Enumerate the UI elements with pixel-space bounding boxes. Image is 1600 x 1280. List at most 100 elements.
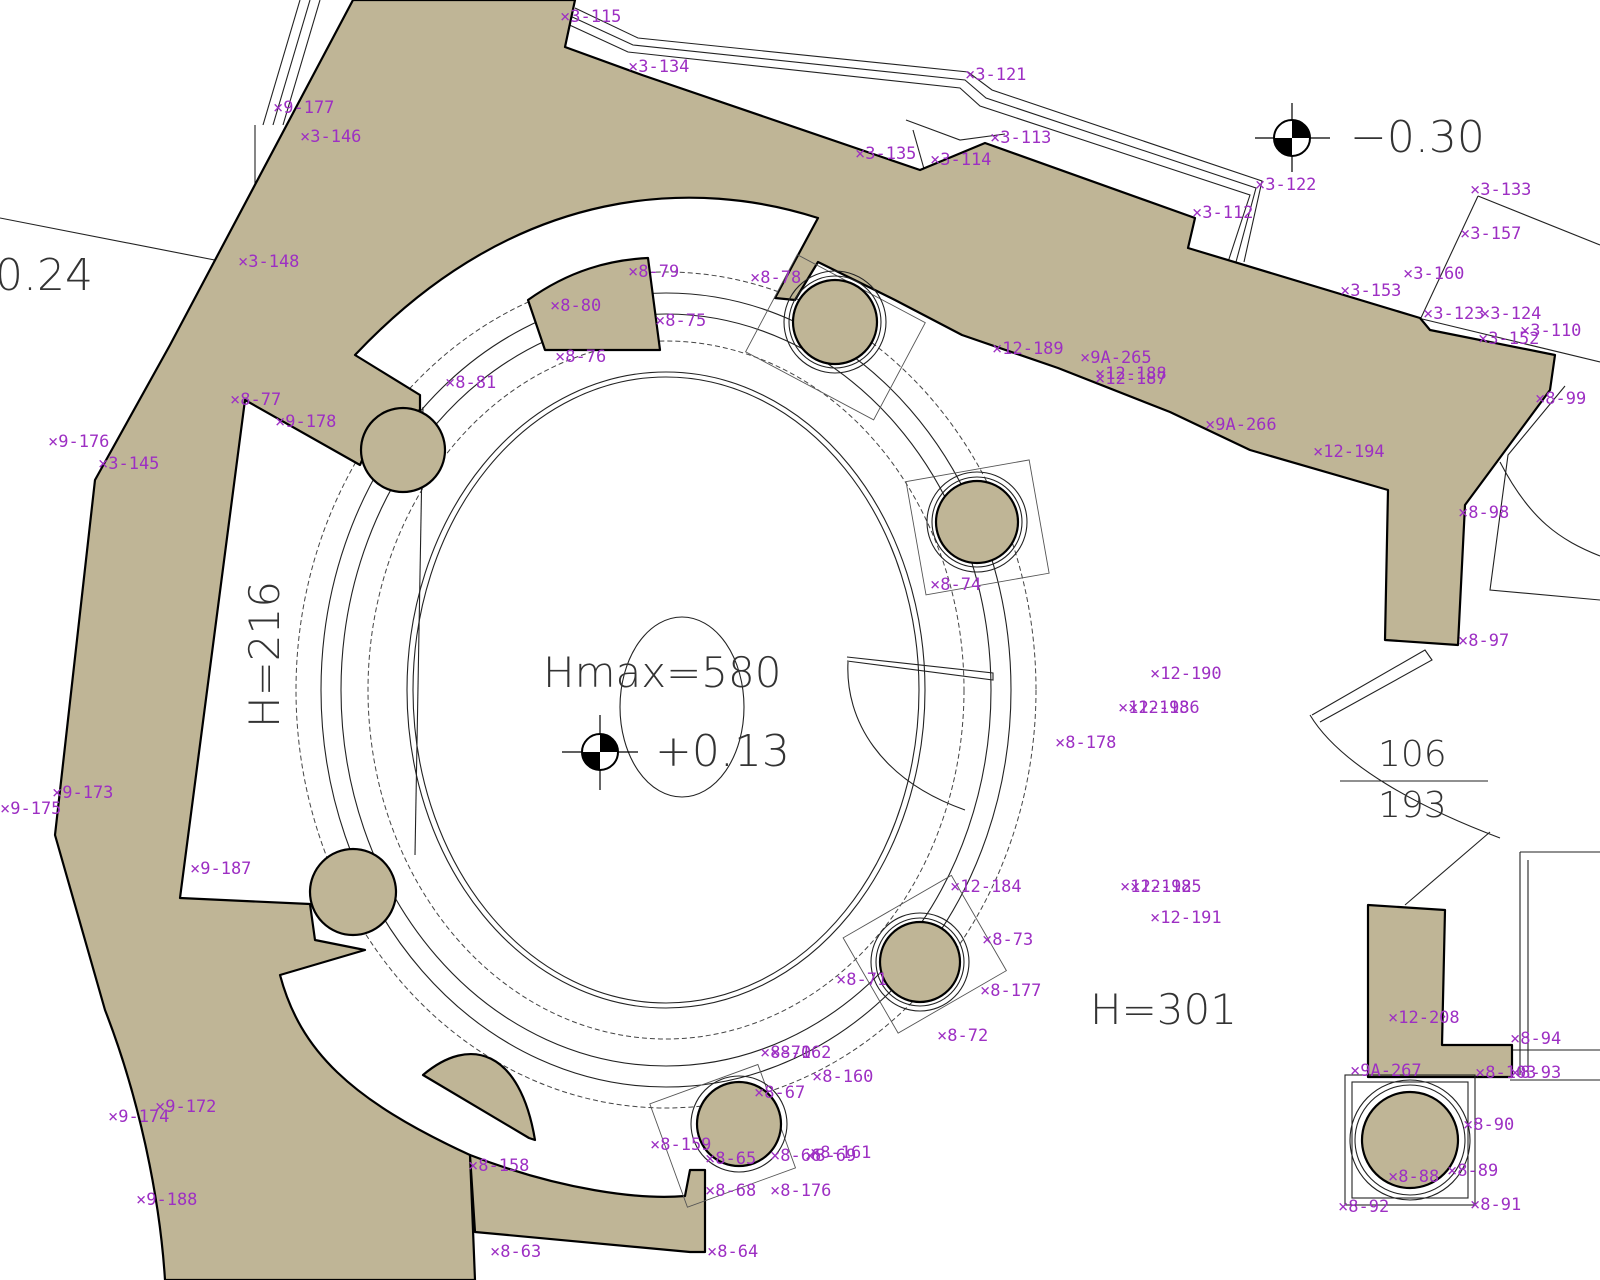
survey-point-label: ×3-122	[1255, 175, 1316, 195]
survey-point-label: ×12-193	[1118, 698, 1190, 718]
survey-point-label: ×8-70	[760, 1043, 811, 1063]
survey-point-label: ×3-160	[1403, 264, 1464, 284]
survey-point-label: ×8-68	[705, 1181, 756, 1201]
survey-point-label: ×12-188	[1095, 364, 1167, 384]
survey-point-label: ×8-162	[770, 1043, 831, 1063]
survey-point-label: ×8-160	[812, 1067, 873, 1087]
survey-point-label: ×9-178	[275, 412, 336, 432]
survey-point-label: ×8-69	[805, 1146, 856, 1166]
survey-point-label: ×9-173	[52, 783, 113, 803]
survey-point-label: ×3-123	[1423, 304, 1484, 324]
survey-point-label: ×9-174	[108, 1107, 169, 1127]
survey-point-label: ×9-188	[136, 1190, 197, 1210]
survey-point-label: ×8-80	[550, 296, 601, 316]
survey-point-label: ×9A-267	[1350, 1061, 1422, 1081]
survey-point-label: ×3-134	[628, 57, 689, 77]
level-marker-top-right	[1255, 103, 1330, 172]
level-left-label: 0.24	[0, 250, 93, 301]
survey-point-label: ×9A-265	[1080, 348, 1152, 368]
survey-point-label: ×8-67	[754, 1083, 805, 1103]
level-center-label: +0.13	[655, 726, 790, 777]
survey-point-label: ×8-89	[1447, 1161, 1498, 1181]
survey-point-label: ×9-187	[190, 859, 251, 879]
survey-point-label: ×8-159	[650, 1135, 711, 1155]
survey-point-label: ×8-90	[1463, 1115, 1514, 1135]
survey-point-label: ×3-115	[560, 7, 621, 27]
survey-point-label: ×8-65	[705, 1149, 756, 1169]
survey-point-label: ×12-192	[1120, 877, 1192, 897]
survey-point-label: ×8-178	[1055, 733, 1116, 753]
survey-point-label: ×8-75	[655, 311, 706, 331]
survey-point-label: ×9-176	[48, 432, 109, 452]
survey-point-label: ×3-110	[1520, 321, 1581, 341]
wall-masses	[53, 0, 1557, 1280]
survey-point-label: ×9A-266	[1205, 415, 1277, 435]
survey-point-label: ×8-97	[1458, 631, 1509, 651]
survey-point-label: ×3-113	[990, 128, 1051, 148]
survey-point-label: ×8-74	[930, 575, 981, 595]
south-wall	[468, 1153, 707, 1254]
survey-point-label: ×9-172	[155, 1097, 216, 1117]
h-right-label: H=301	[1090, 985, 1237, 1034]
level-top-right-label: −0.30	[1350, 112, 1485, 163]
survey-point-labels: ×3-115×3-134×3-121×9-177×3-146×3-113×3-1…	[0, 7, 1586, 1262]
survey-point-label: ×3-112	[1192, 203, 1253, 223]
survey-point-label: ×3-148	[238, 252, 299, 272]
survey-point-label: ×8-72	[937, 1026, 988, 1046]
survey-point-label: ×8-91	[1470, 1195, 1521, 1215]
survey-point-label: ×12-186	[1128, 698, 1200, 718]
survey-point-label: ×8-81	[445, 373, 496, 393]
survey-point-label: ×8-98	[1458, 503, 1509, 523]
survey-point-label: ×12-208	[1388, 1008, 1460, 1028]
room-number-label: 106	[1378, 734, 1447, 775]
survey-point-label: ×3-157	[1460, 224, 1521, 244]
survey-point-label: ×8-93	[1510, 1063, 1561, 1083]
survey-point-label: ×8-158	[468, 1156, 529, 1176]
level-marker-center	[562, 715, 638, 790]
level-markers	[562, 103, 1330, 790]
survey-point-label: ×12-184	[950, 877, 1022, 897]
survey-point-label: ×8-77	[230, 390, 281, 410]
survey-point-label: ×8-94	[1510, 1029, 1561, 1049]
survey-point-label: ×12-194	[1313, 442, 1385, 462]
survey-point-label: ×3-121	[965, 65, 1026, 85]
survey-point-label: ×8-177	[980, 981, 1041, 1001]
survey-point-label: ×8-92	[1338, 1197, 1389, 1217]
survey-point-label: ×3-135	[855, 144, 916, 164]
survey-point-label: ×3-145	[98, 454, 159, 474]
survey-point-label: ×12-190	[1150, 664, 1222, 684]
survey-point-label: ×9-177	[273, 98, 334, 118]
survey-point-label: ×8-161	[810, 1143, 871, 1163]
survey-point-label: ×8-73	[982, 930, 1033, 950]
room-area-label: 193	[1378, 785, 1447, 826]
survey-point-label: ×9-175	[0, 799, 61, 819]
survey-point-label: ×3-114	[930, 150, 991, 170]
survey-point-label: ×12-189	[992, 339, 1064, 359]
survey-point-label: ×8-103	[1475, 1063, 1536, 1083]
survey-point-label: ×8-71	[836, 970, 887, 990]
survey-point-label: ×12-191	[1150, 908, 1222, 928]
survey-point-label: ×3-124	[1480, 304, 1541, 324]
survey-point-label: ×3-146	[300, 127, 361, 147]
hmax-label: Hmax=580	[543, 648, 781, 697]
survey-point-label: ×12-187	[1095, 369, 1167, 389]
survey-point-label: ×8-99	[1535, 389, 1586, 409]
survey-point-label: ×8-78	[750, 268, 801, 288]
survey-point-label: ×8-176	[770, 1181, 831, 1201]
survey-point-label: ×8-64	[707, 1242, 758, 1262]
survey-point-label: ×8-79	[628, 262, 679, 282]
survey-point-label: ×3-152	[1478, 329, 1539, 349]
survey-point-label: ×3-153	[1340, 281, 1401, 301]
survey-point-label: ×8-63	[490, 1242, 541, 1262]
survey-point-label: ×8-88	[1388, 1167, 1439, 1187]
survey-point-label: ×8-66	[770, 1146, 821, 1166]
columns	[308, 254, 1476, 1208]
survey-point-label: ×3-133	[1470, 180, 1531, 200]
h-left-label: H=216	[240, 581, 289, 728]
survey-point-label: ×8-76	[555, 347, 606, 367]
dimension-texts: 0.24 −0.30 +0.13 Hmax=580 H=216 H=301 10…	[0, 112, 1485, 1034]
right-lower-wall	[1366, 903, 1514, 1079]
survey-point-label: ×12-185	[1130, 877, 1202, 897]
